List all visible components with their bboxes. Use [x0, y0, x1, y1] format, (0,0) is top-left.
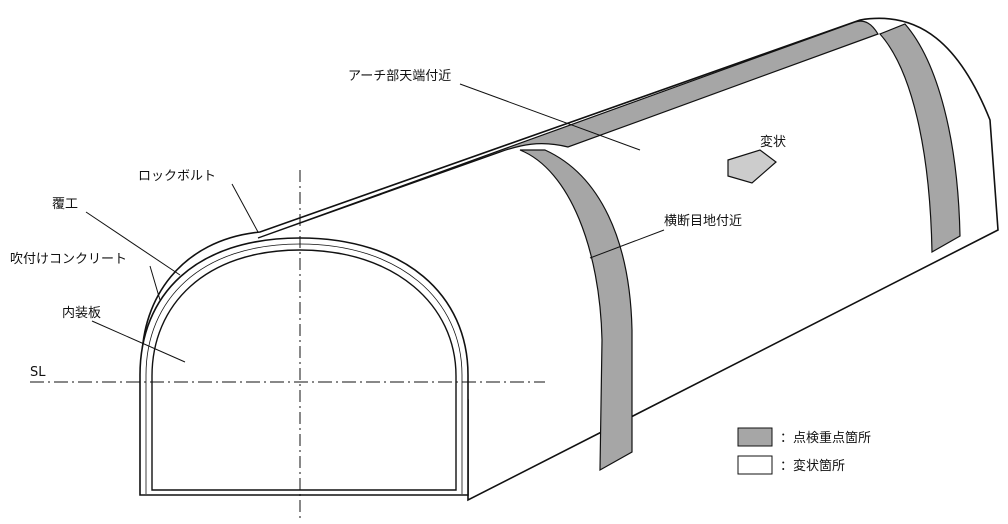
transverse-joint-leader — [589, 229, 665, 259]
far-joint-bands — [878, 23, 961, 254]
arch-crown-label: アーチ部天端付近 — [348, 69, 451, 84]
tunnel-outer-arch — [139, 237, 469, 496]
interior-panel-leader — [91, 320, 186, 363]
transverse-joint-label: 横断目地付近 — [664, 214, 742, 229]
legend-inspection-text: ：点検重点箇所 — [780, 430, 871, 446]
arch-crown-leader — [459, 83, 641, 151]
lining-leader — [85, 211, 181, 276]
spring-line-label: SL — [30, 365, 46, 380]
rock-bolt-label: ロックボルト — [138, 169, 216, 184]
crown-band — [257, 20, 879, 239]
lining-label: 覆工 — [52, 197, 78, 212]
legend-deformation-text: ：変状箇所 — [780, 458, 845, 474]
shotcrete-label: 吹付けコンクリート — [10, 252, 127, 267]
legend-swatch-inspection — [737, 427, 773, 447]
deformation-patch — [727, 149, 777, 184]
interior-panel-label: 内装板 — [62, 305, 101, 321]
deformation-label: 変状 — [760, 134, 786, 150]
legend-swatch-deformation — [737, 455, 773, 475]
shotcrete-leader — [149, 265, 161, 301]
rock-bolt-leader — [231, 183, 259, 233]
transverse-band — [519, 149, 633, 472]
tunnel-inner-arch — [151, 249, 457, 491]
